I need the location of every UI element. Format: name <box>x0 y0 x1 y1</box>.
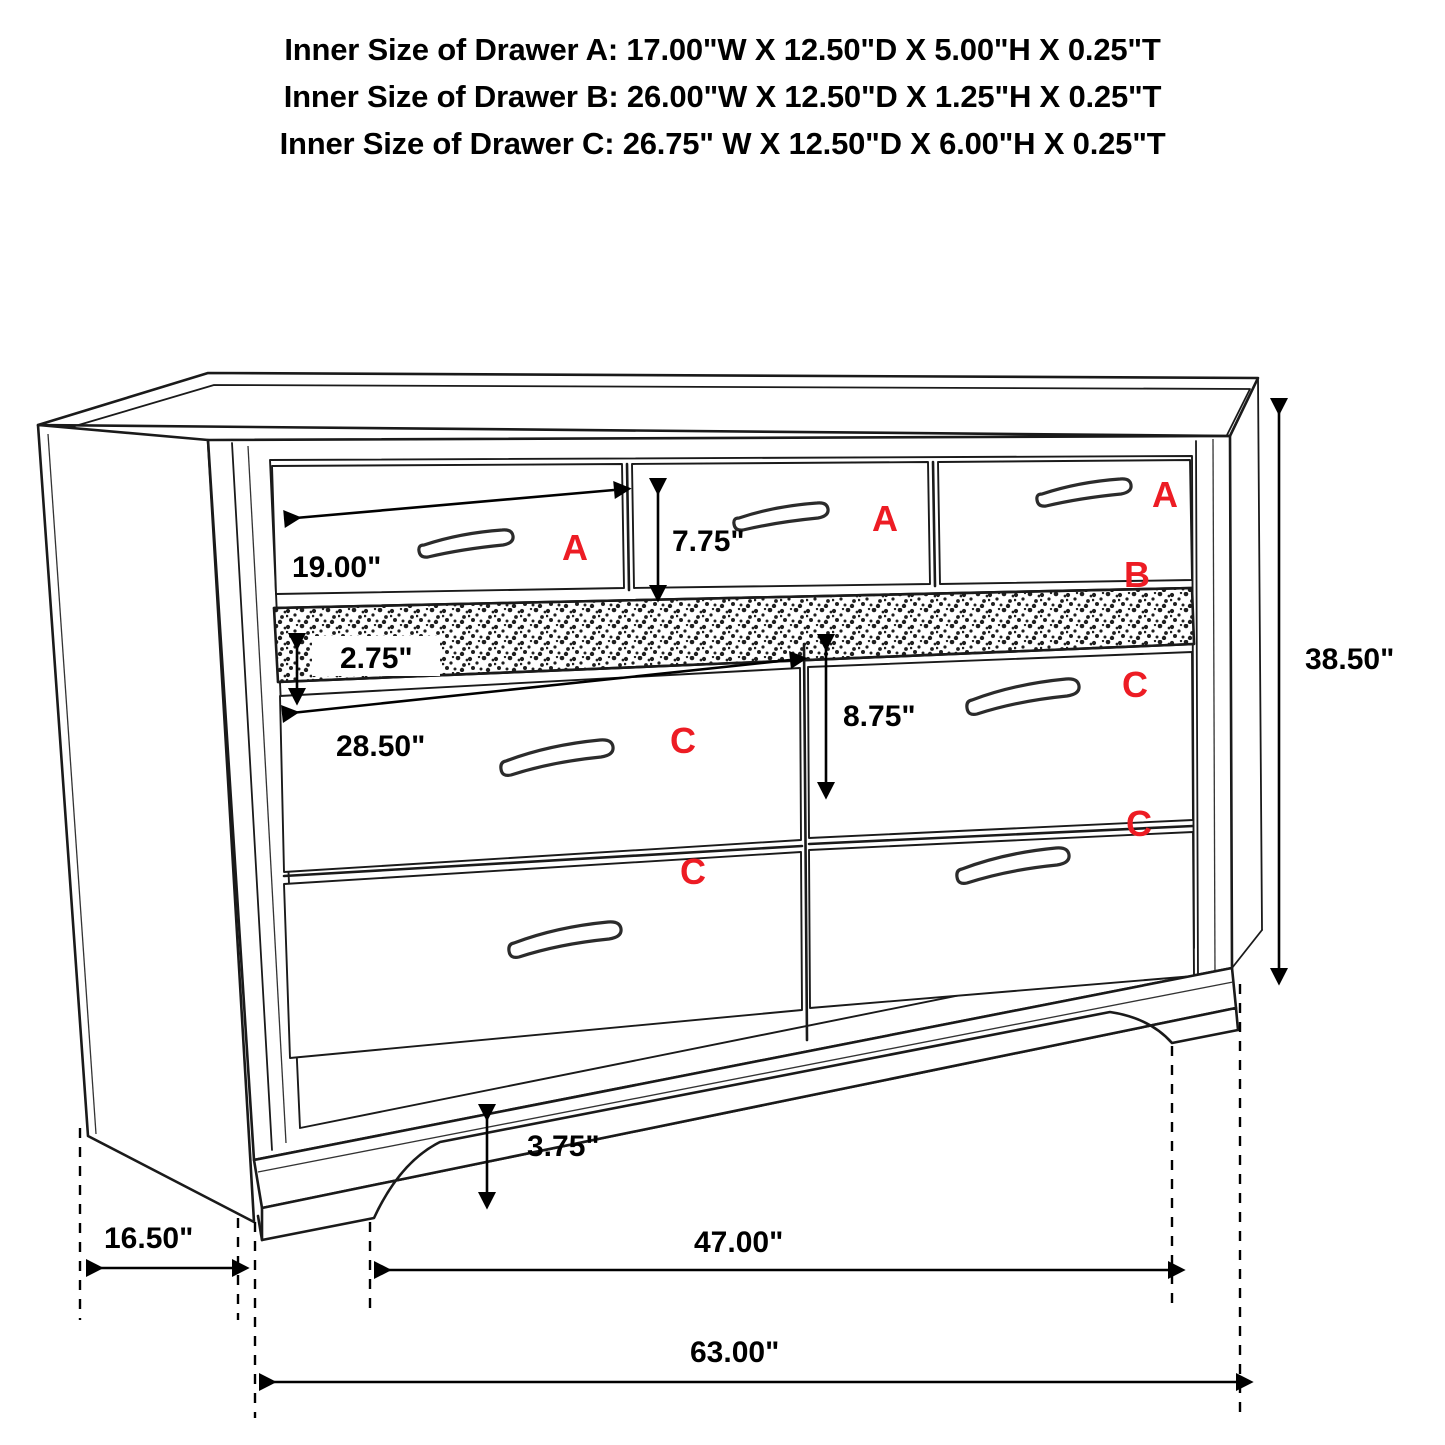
divider-c2-c4 <box>807 824 1195 846</box>
drawer-label-a-1: A <box>562 527 588 568</box>
spec-line-drawer-b: Inner Size of Drawer B: 26.00"W X 12.50"… <box>283 79 1162 114</box>
top-surface <box>36 371 1260 438</box>
left-stile-line-1 <box>231 442 273 1151</box>
handle-drawer-a-3[interactable] <box>1035 477 1133 508</box>
handle-drawer-c-3[interactable] <box>507 920 623 959</box>
dimension-value-3850: 38.50" <box>1305 643 1394 676</box>
spec-header: Inner Size of Drawer A: 17.00"W X 12.50"… <box>0 26 1445 167</box>
base-curve-left <box>373 1141 441 1219</box>
dimension-overall-width: 63.00" <box>253 984 1254 1418</box>
drawer-b-top-edge-shade <box>272 586 1194 610</box>
dimension-value-775: 7.75" <box>672 525 745 558</box>
handle-drawer-c-4[interactable] <box>955 846 1071 885</box>
left-stile-line-2 <box>247 445 287 1144</box>
handle-drawer-a-1[interactable] <box>417 528 515 559</box>
dimension-overall-height: 38.50" <box>1269 398 1394 986</box>
base-curve-right <box>1109 1011 1173 1044</box>
right-side-back-edge <box>1257 377 1263 931</box>
dimension-value-6300: 63.00" <box>690 1336 779 1369</box>
dimension-value-275: 2.75" <box>340 642 413 675</box>
handle-drawer-c-2[interactable] <box>965 677 1081 716</box>
drawer-label-c-1: C <box>670 720 696 761</box>
drawer-label-c-4: C <box>1126 803 1152 844</box>
spec-line-drawer-c: Inner Size of Drawer C: 26.75" W X 12.50… <box>279 126 1166 161</box>
drawer-c-3 <box>283 851 803 1059</box>
drawer-c-1 <box>279 667 802 873</box>
drawer-c-2 <box>807 651 1194 839</box>
drawer-label-b-1: B <box>1124 554 1150 595</box>
dimension-value-875: 8.75" <box>843 700 916 733</box>
divider-c1-c3 <box>282 844 804 878</box>
handle-drawer-a-2[interactable] <box>732 501 830 532</box>
handle-drawer-c-1[interactable] <box>499 738 615 777</box>
right-stile-line-1 <box>1195 440 1199 981</box>
dimension-depth: 16.50" <box>78 1128 250 1320</box>
dimension-value-2850: 28.50" <box>336 730 425 763</box>
dimension-drawer-a-height: 7.75" <box>648 478 745 603</box>
drawer-label-c-3: C <box>680 851 706 892</box>
right-side-bottom-edge <box>1231 929 1263 969</box>
right-stile-line-2 <box>1212 438 1216 976</box>
top-surface-inner-edge <box>47 384 1251 444</box>
dimension-leg-height: 3.75" <box>477 1104 600 1210</box>
dimension-drawer-a-width: 19.00" <box>283 481 632 584</box>
drawer-label-c-2: C <box>1122 664 1148 705</box>
left-foot <box>256 1214 264 1242</box>
drawer-a-2 <box>631 461 931 589</box>
dimension-drawer-c-height: 8.75" <box>816 634 916 800</box>
spec-line-drawer-a: Inner Size of Drawer A: 17.00"W X 12.50"… <box>284 32 1161 67</box>
drawer-label-a-3: A <box>1152 474 1178 515</box>
divider-a2-a3 <box>931 460 937 588</box>
base-rail-inner <box>257 981 1234 1173</box>
dresser-body <box>36 371 1263 1242</box>
left-panel-inner-line <box>47 433 97 1135</box>
dimension-value-1650: 16.50" <box>104 1222 193 1255</box>
dimension-value-375: 3.75" <box>527 1130 600 1163</box>
dimension-base-width: 47.00" <box>368 1046 1186 1310</box>
drawer-label-a-2: A <box>872 498 898 539</box>
dimension-drawer-c-width: 28.50" <box>281 651 808 763</box>
dimension-value-4700: 47.00" <box>694 1226 783 1259</box>
dimension-value-19: 19.00" <box>292 551 381 584</box>
